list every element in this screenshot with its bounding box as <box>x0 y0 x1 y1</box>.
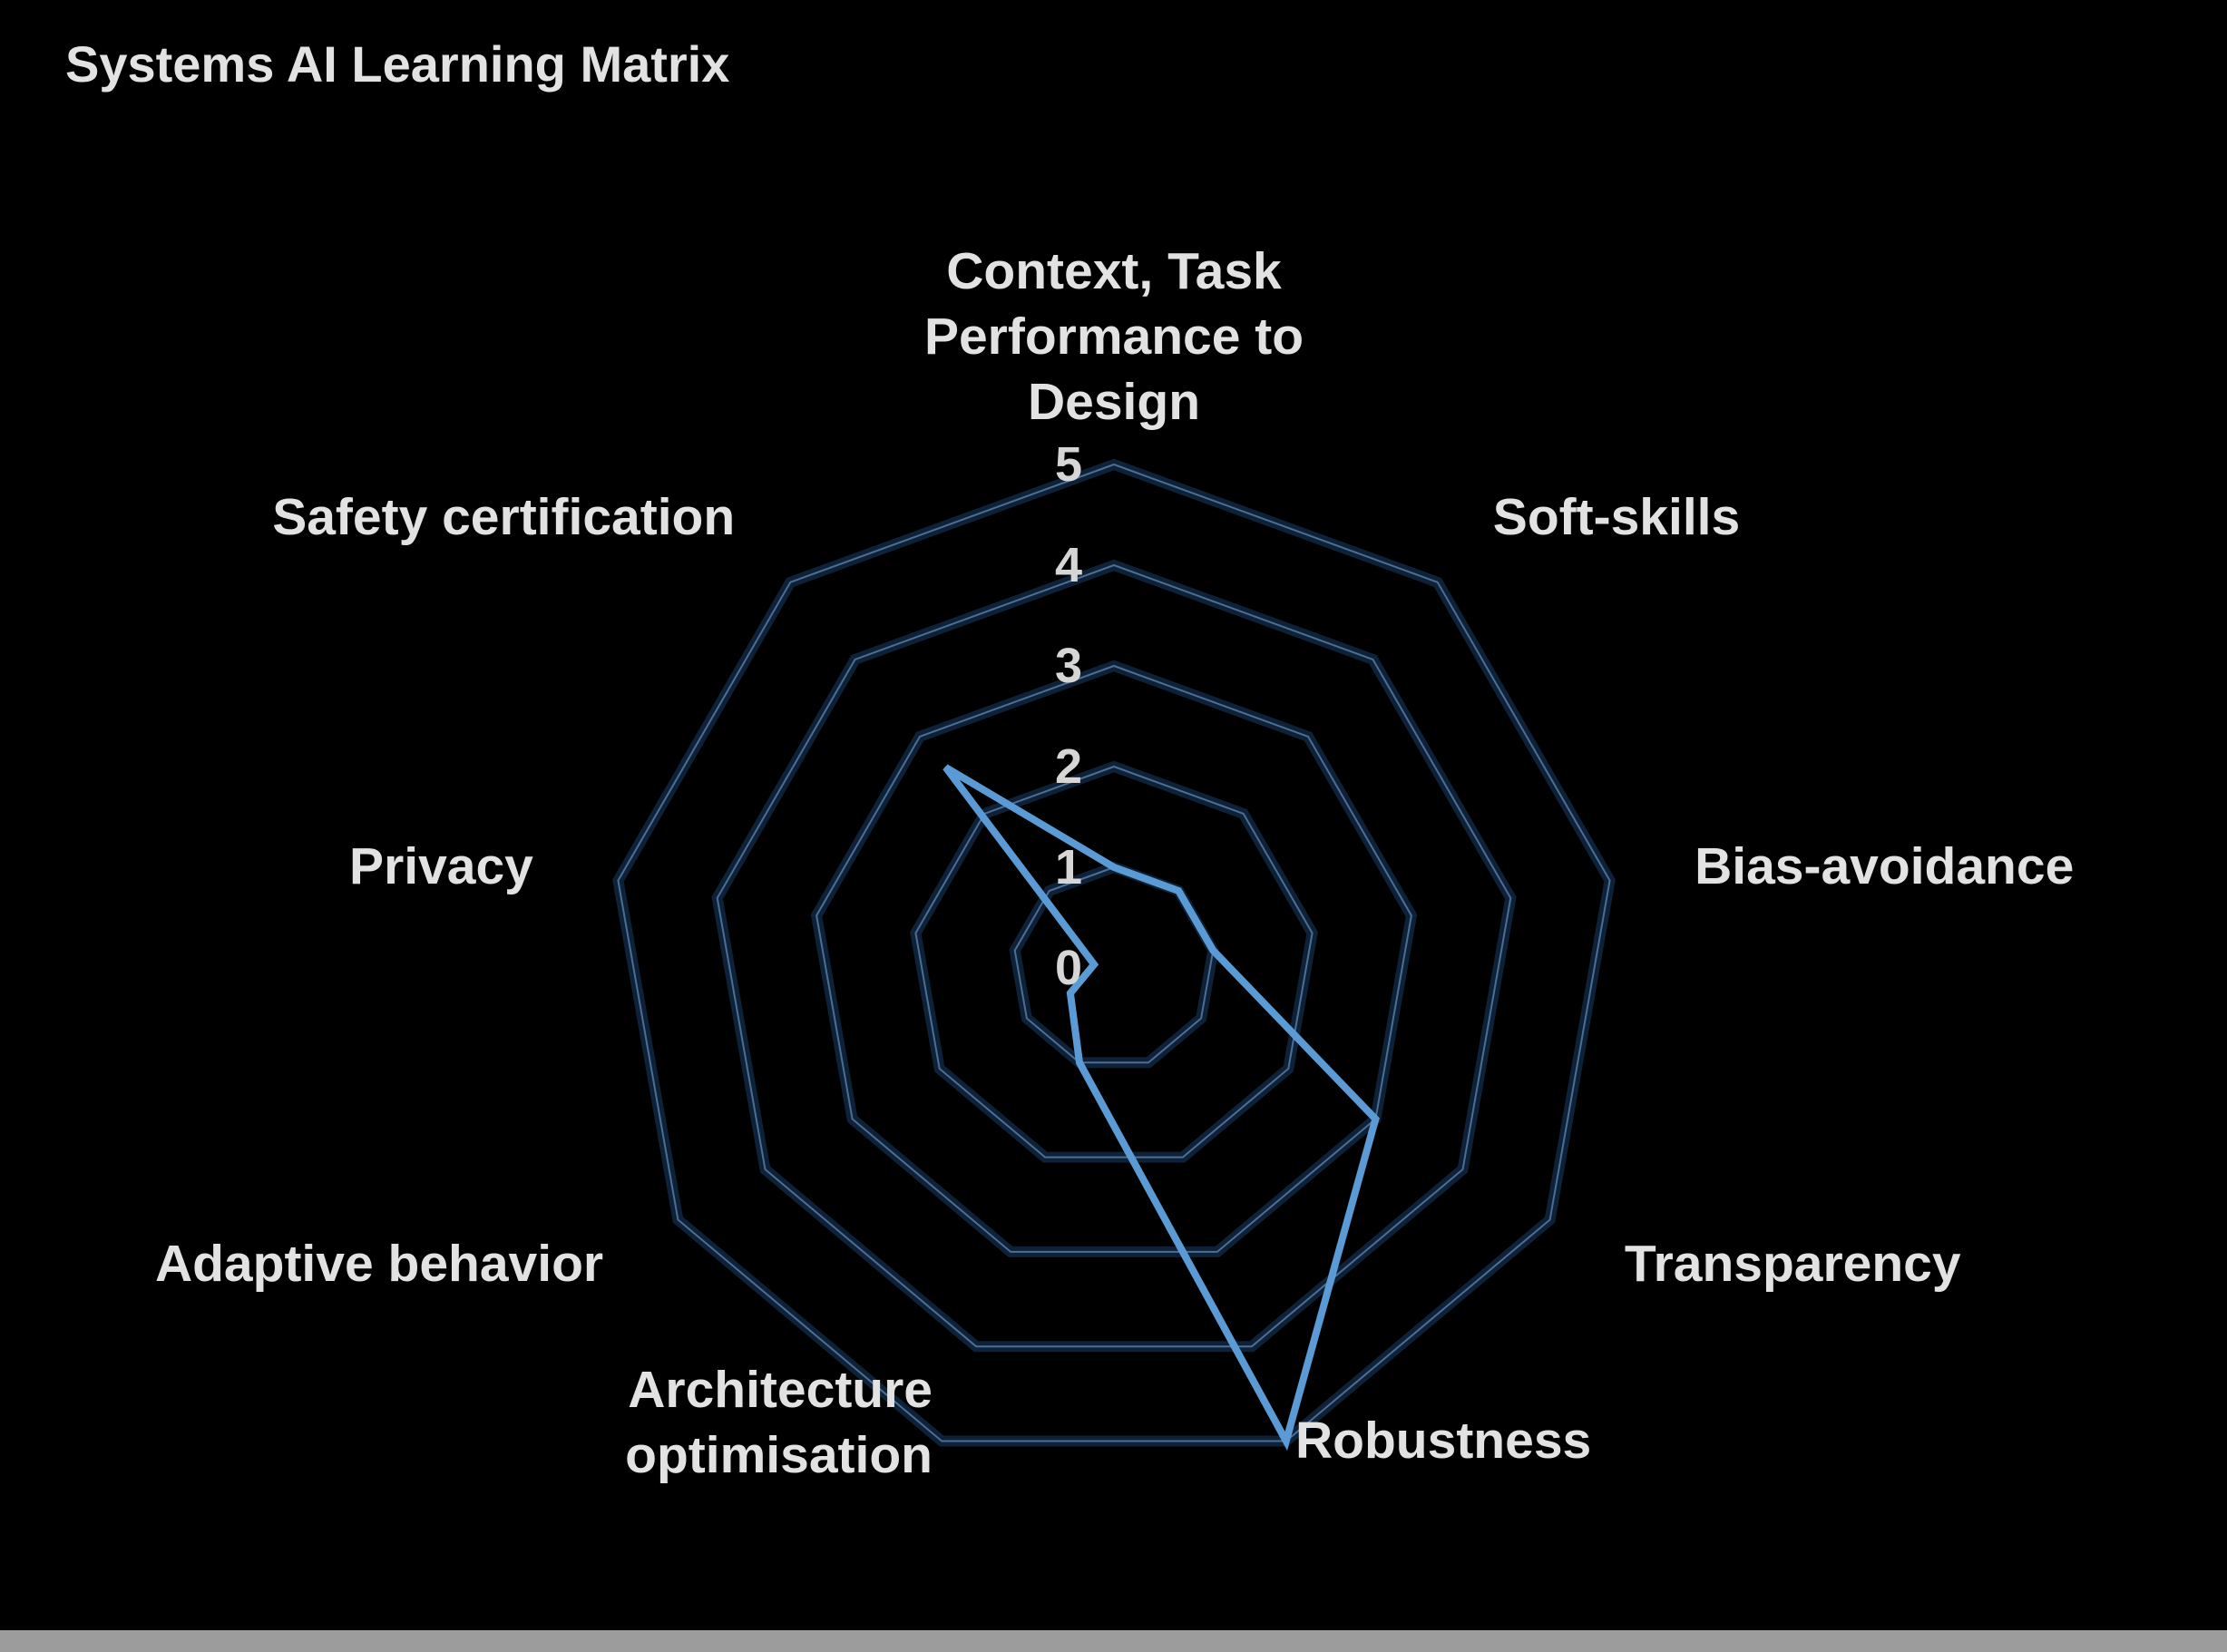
grid-ring-2 <box>914 765 1314 1158</box>
axis-label-line: Architecture <box>628 1361 933 1419</box>
series-layer <box>943 764 1380 1452</box>
tick-label: 1 <box>1055 840 1082 894</box>
data-point <box>1177 890 1180 892</box>
bottom-bar <box>0 1630 2227 1652</box>
grid-ring-3 <box>816 664 1412 1253</box>
data-point <box>1079 1061 1080 1064</box>
series-line-0 <box>943 764 1380 1452</box>
axis-label: Transparency <box>1625 1235 1961 1293</box>
axis-label: Soft-skills <box>1493 488 1740 546</box>
tick-label: 0 <box>1055 941 1082 995</box>
axis-label: Bias-avoidance <box>1695 837 2074 895</box>
tick-label: 3 <box>1055 639 1082 693</box>
data-point <box>1113 866 1115 868</box>
chart-title: Systems AI Learning Matrix <box>65 35 729 93</box>
axis-label-line: Bias-avoidance <box>1695 837 2074 895</box>
data-point <box>944 766 947 768</box>
axis-label-line: Soft-skills <box>1493 488 1740 546</box>
axis-label: Robustness <box>1295 1412 1591 1470</box>
axis-label-line: Privacy <box>349 837 533 895</box>
axis-label: Adaptive behavior <box>155 1235 603 1293</box>
axis-label-line: Performance to <box>924 308 1304 366</box>
axis-label-line: Robustness <box>1295 1412 1591 1470</box>
axis-label-line: Transparency <box>1625 1235 1961 1293</box>
axis-label: Safety certification <box>272 488 735 546</box>
axis-label-line: Adaptive behavior <box>155 1235 603 1293</box>
data-point <box>1284 1440 1287 1442</box>
axis-label-line: Context, Task <box>946 242 1282 300</box>
grid-layer <box>617 463 1611 1442</box>
data-point <box>1374 1118 1377 1120</box>
data-point <box>1069 992 1071 994</box>
tick-label-layer: 0 1 2 3 4 5 <box>1055 437 1082 995</box>
data-point <box>1212 949 1215 952</box>
grid-ring-5 <box>617 463 1611 1442</box>
axis-label-line: optimisation <box>625 1426 933 1484</box>
tick-label: 4 <box>1055 538 1082 592</box>
tick-label: 2 <box>1055 739 1082 794</box>
grid-ring-4 <box>716 563 1512 1348</box>
data-point <box>1093 963 1096 966</box>
axis-label-line: Safety certification <box>272 488 735 546</box>
axis-label: Privacy <box>349 837 533 895</box>
axis-label: Architecture optimisation <box>625 1361 933 1484</box>
axis-label-line: Design <box>1028 373 1200 431</box>
tick-label: 5 <box>1055 437 1082 492</box>
